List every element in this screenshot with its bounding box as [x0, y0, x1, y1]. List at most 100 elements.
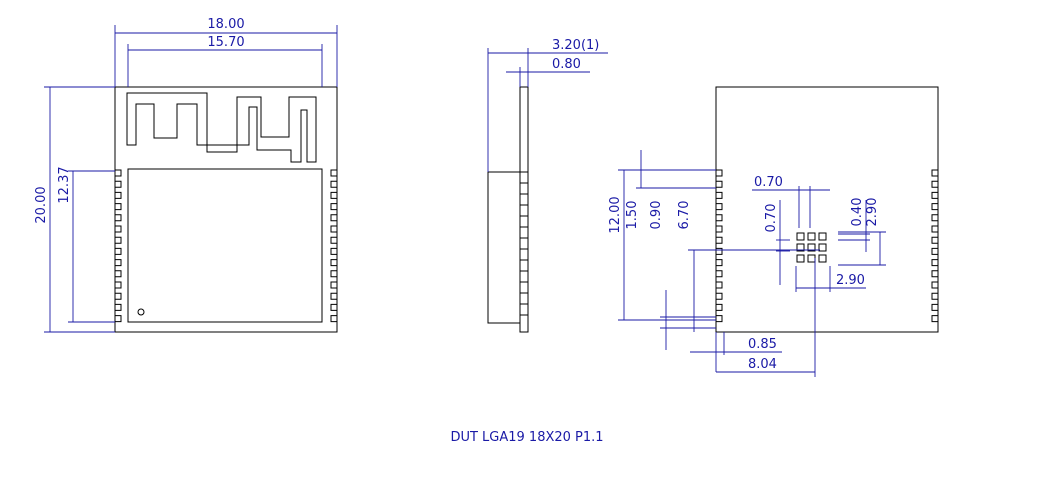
shield-can	[127, 168, 323, 323]
dim-height-overall: 20.00	[34, 186, 49, 223]
dim-pitch-v: 0.70	[764, 204, 779, 233]
castellation-pad	[115, 247, 122, 255]
side-view: 3.20(1) 0.80	[487, 38, 608, 333]
castellation-pad	[330, 180, 337, 188]
castellation-pad	[330, 214, 337, 222]
dim-width-overall: 18.00	[207, 17, 244, 32]
edge-pad	[931, 315, 938, 323]
castellation-pad	[330, 247, 337, 255]
dim-grid-offset-v: 2.90	[865, 198, 880, 227]
edge-pad	[931, 270, 938, 278]
center-pad-grid	[796, 232, 827, 263]
dim-pad-height: 0.40	[850, 198, 865, 227]
dim-grid-offset-h: 2.90	[836, 273, 865, 288]
top-view: 18.00 15.70 20.00 12.37	[34, 17, 338, 333]
castellation-pad	[330, 225, 337, 233]
edge-pad	[716, 169, 723, 177]
edge-pad	[931, 191, 938, 199]
edge-pad	[716, 247, 723, 255]
edge-pad	[716, 236, 723, 244]
edge-pad	[931, 236, 938, 244]
center-pad	[818, 254, 827, 263]
edge-pad	[716, 180, 723, 188]
edge-pad	[931, 203, 938, 211]
castellation-pad	[330, 270, 337, 278]
edge-pad	[931, 214, 938, 222]
center-pad	[807, 254, 816, 263]
right-castellations	[330, 169, 337, 323]
bottom-left-pads	[716, 169, 723, 323]
edge-pad	[931, 292, 938, 300]
castellation-pad	[330, 203, 337, 211]
edge-pad	[931, 169, 938, 177]
drawing-title: DUT LGA19 18X20 P1.1	[450, 430, 603, 445]
module-bottom-outline	[715, 86, 939, 333]
castellation-pad	[330, 281, 337, 289]
castellation-pad	[115, 225, 122, 233]
castellation-pad	[115, 281, 122, 289]
dim-center-h: 8.04	[748, 357, 777, 372]
center-pad	[796, 254, 805, 263]
edge-pad	[716, 225, 723, 233]
edge-pad	[931, 180, 938, 188]
edge-pad	[716, 270, 723, 278]
edge-pad	[931, 303, 938, 311]
side-pads	[520, 171, 528, 316]
center-pad	[796, 243, 805, 252]
castellation-pad	[115, 259, 122, 267]
dim-offset-b: 6.70	[677, 201, 692, 230]
edge-pad	[931, 247, 938, 255]
dim-pin-field: 12.37	[57, 166, 72, 203]
dim-span-v: 12.00	[608, 196, 623, 233]
castellation-pad	[115, 191, 122, 199]
castellation-pad	[330, 303, 337, 311]
dim-pitch-h: 0.70	[754, 175, 783, 190]
antenna-trace	[126, 92, 317, 163]
castellation-pad	[330, 191, 337, 199]
castellation-pad	[115, 214, 122, 222]
edge-pad	[716, 214, 723, 222]
castellation-pad	[330, 169, 337, 177]
edge-pad	[716, 281, 723, 289]
pcb-profile	[519, 86, 529, 333]
left-castellations	[115, 169, 122, 323]
castellation-pad	[115, 180, 122, 188]
module-outline	[114, 86, 338, 333]
center-pad	[818, 243, 827, 252]
edge-pad	[716, 292, 723, 300]
edge-pad	[716, 303, 723, 311]
bottom-view: 12.00 1.50 0.90 6.70 0.70 0.70 0.40 2.90	[608, 86, 939, 377]
dim-width-inner: 15.70	[207, 35, 244, 50]
dim-edge-pad: 0.85	[748, 337, 777, 352]
castellation-pad	[330, 315, 337, 323]
edge-pad	[716, 315, 723, 323]
edge-pad	[931, 281, 938, 289]
center-pad	[796, 232, 805, 241]
bottom-right-pads	[931, 169, 938, 323]
edge-pad	[931, 225, 938, 233]
castellation-pad	[330, 236, 337, 244]
castellation-pad	[115, 169, 122, 177]
dim-offset-a: 0.90	[649, 201, 664, 230]
castellation-pad	[330, 259, 337, 267]
castellation-pad	[115, 292, 122, 300]
center-pad	[818, 232, 827, 241]
castellation-pad	[115, 315, 122, 323]
dim-first-pad: 1.50	[625, 201, 640, 230]
edge-pad	[716, 203, 723, 211]
castellation-pad	[115, 270, 122, 278]
edge-pad	[716, 259, 723, 267]
castellation-pad	[115, 236, 122, 244]
castellation-pad	[115, 203, 122, 211]
castellation-pad	[330, 292, 337, 300]
pin1-marker	[137, 308, 145, 316]
edge-pad	[931, 259, 938, 267]
dim-thickness-pcb: 0.80	[552, 57, 581, 72]
shield-profile	[487, 171, 521, 324]
edge-pad	[716, 191, 723, 199]
center-pad	[807, 232, 816, 241]
center-pad	[807, 243, 816, 252]
dim-thickness-total: 3.20(1)	[552, 38, 599, 53]
castellation-pad	[115, 303, 122, 311]
